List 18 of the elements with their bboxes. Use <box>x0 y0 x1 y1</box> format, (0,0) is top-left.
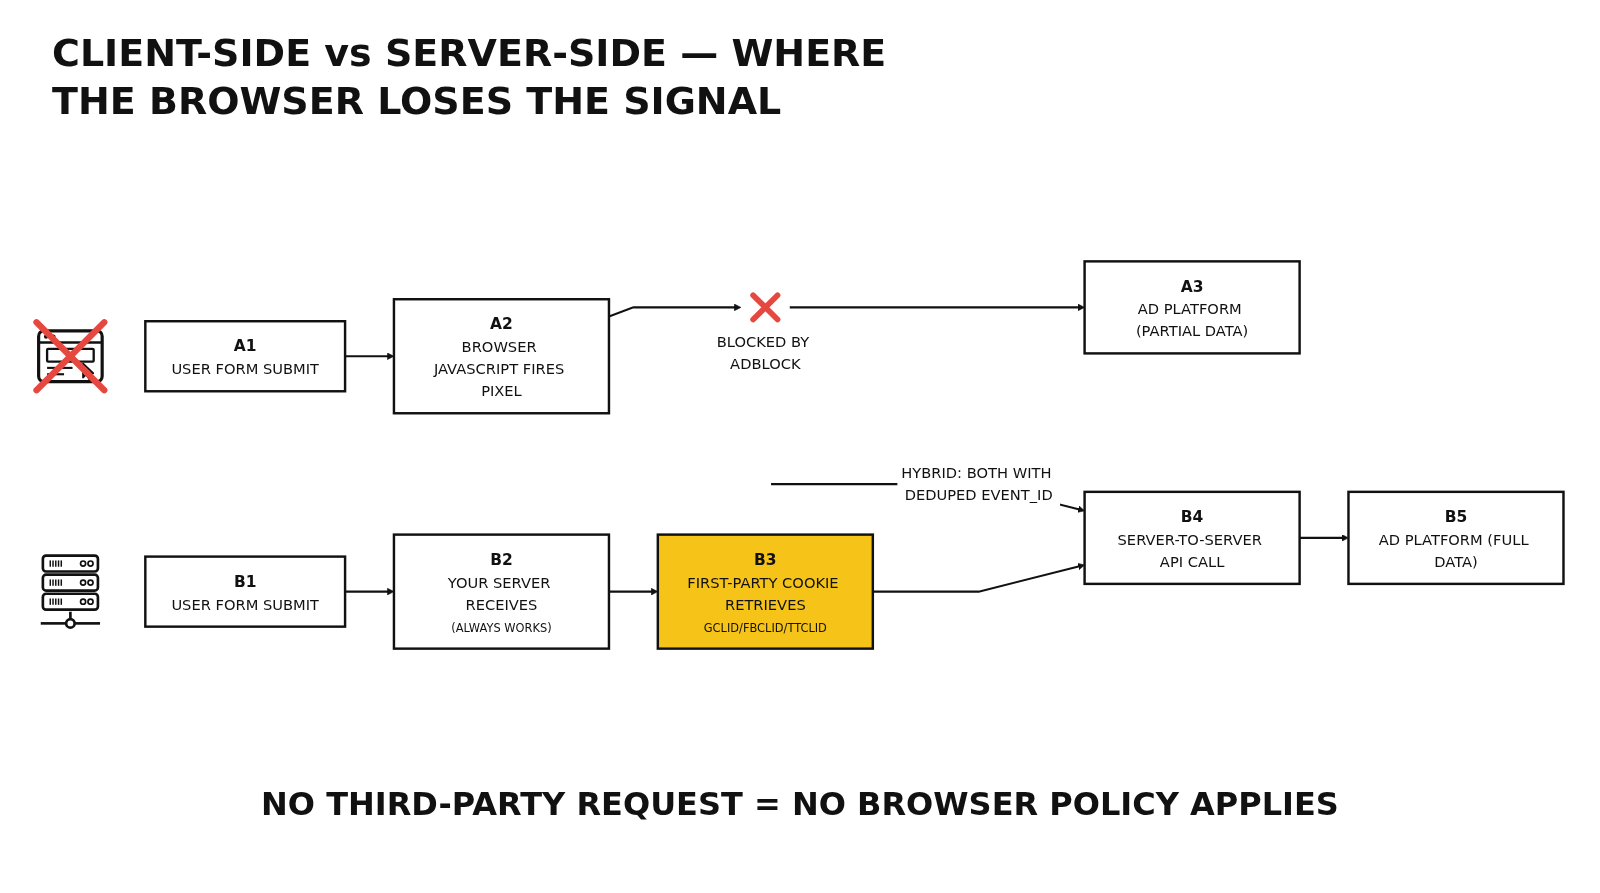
crossed-out-browser-icon <box>33 319 108 394</box>
highlighted-process-box: B3 FIRST-PARTY COOKIE RETRIEVES GCLID/FBCLID/TTCLID <box>656 533 875 650</box>
arrow <box>872 563 1085 593</box>
arrow <box>789 303 1085 311</box>
process-box: A1 USER FORM SUBMIT <box>144 320 347 393</box>
diagram-title: CLIENT-SIDE vs SERVER-SIDE — WHERE THE BROWSER LOSES THE SIGNAL <box>52 30 888 125</box>
blocked-note: BLOCKED BY ADBLOCK <box>716 333 810 373</box>
cross-mark-icon <box>750 292 781 323</box>
process-box: B2 YOUR SERVER RECEIVES (ALWAYS WORKS) <box>392 533 611 650</box>
arrow <box>608 303 742 318</box>
process-box: B4 SERVER-TO-SERVER API CALL <box>1083 490 1301 586</box>
arrow <box>1299 534 1349 542</box>
caption: NO THIRD-PARTY REQUEST = NO BROWSER POLICY APPLIES <box>261 785 1339 823</box>
process-box: A2 BROWSER JAVASCRIPT FIRES PIXEL <box>392 298 611 415</box>
process-box: B5 AD PLATFORM (FULL DATA) <box>1347 490 1565 586</box>
process-box: A3 AD PLATFORM (PARTIAL DATA) <box>1083 260 1301 355</box>
process-box: B1 USER FORM SUBMIT <box>144 555 347 628</box>
server-rack-icon <box>40 554 101 629</box>
